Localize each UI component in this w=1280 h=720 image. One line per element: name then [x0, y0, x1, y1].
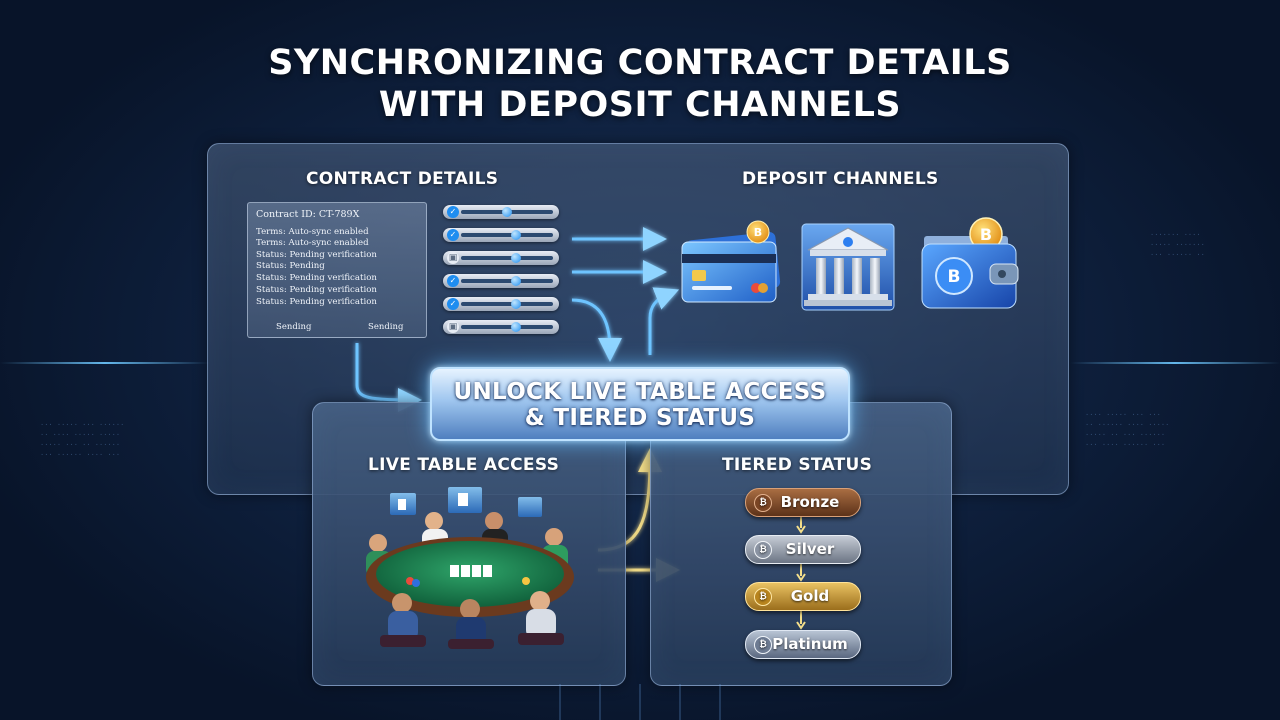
bank-icon: [801, 223, 895, 311]
arrow-up-to-card: [648, 287, 680, 355]
toggle-track: [461, 233, 553, 237]
right-glow-line: [1070, 362, 1280, 364]
toggle-knob[interactable]: [511, 276, 522, 286]
contract-id: Contract ID: CT-789X: [256, 209, 360, 220]
circuit-lines: [559, 684, 721, 720]
arrow-down-to-unlock: [571, 298, 622, 362]
decor-right: ···· ····· ··· ··· ·· ······ ···· ····· …: [1085, 411, 1170, 449]
left-glow-line: [0, 362, 210, 364]
contract-footer-right: Sending: [368, 322, 404, 332]
toggle-track: [461, 302, 553, 306]
lock-icon: ▣: [447, 321, 459, 333]
toggle-track: [461, 279, 553, 283]
coin-icon: ₿: [754, 636, 772, 654]
tier-arrow-2: [796, 563, 806, 582]
toggle-knob[interactable]: [511, 299, 522, 309]
check-icon: ✓: [447, 206, 459, 218]
toggle-knob[interactable]: [511, 322, 522, 332]
lock-icon: ▣: [447, 252, 459, 264]
crypto-wallet-icon: B B: [921, 217, 1019, 309]
tier-label: Gold: [790, 587, 830, 605]
contract-line: Status: Pending verification: [256, 273, 377, 283]
tier-bronze: ₿ Bronze: [745, 488, 861, 517]
unlock-box: UNLOCK LIVE TABLE ACCESS & TIERED STATUS: [430, 367, 850, 441]
sync-toggle[interactable]: ✓: [443, 205, 559, 219]
tier-platinum: ₿ Platinum: [745, 630, 861, 659]
deposit-channels-heading: DEPOSIT CHANNELS: [742, 169, 939, 189]
title-line-1: SYNCHRONIZING CONTRACT DETAILS: [268, 43, 1012, 83]
check-icon: ✓: [447, 229, 459, 241]
tier-label: Silver: [785, 540, 835, 558]
unlock-line-2: & TIERED STATUS: [524, 405, 756, 431]
contract-footer-left: Sending: [276, 322, 312, 332]
tier-label: Bronze: [780, 493, 840, 511]
unlock-line-1: UNLOCK LIVE TABLE ACCESS: [453, 379, 827, 405]
coin-icon: ₿: [754, 494, 772, 512]
arrow-doc-to-unlock: [355, 343, 422, 412]
tier-arrow-1: [796, 516, 806, 534]
svg-text:B: B: [980, 225, 992, 244]
contract-details-heading: CONTRACT DETAILS: [306, 169, 499, 189]
live-table-heading: LIVE TABLE ACCESS: [368, 455, 560, 475]
contract-line: Status: Pending verification: [256, 285, 377, 295]
sync-toggle[interactable]: ✓: [443, 274, 559, 288]
sync-toggle[interactable]: ▣: [443, 251, 559, 265]
tier-gold: ₿ Gold: [745, 582, 861, 611]
contract-line: Status: Pending: [256, 261, 325, 271]
toggle-knob[interactable]: [502, 207, 512, 217]
tier-arrow-3: [796, 611, 806, 630]
toggle-knob[interactable]: [511, 253, 522, 263]
svg-text:B: B: [948, 267, 961, 287]
contract-line: Terms: Auto-sync enabled: [256, 227, 369, 237]
coin-icon: ₿: [754, 588, 772, 606]
poker-table-illustration: [366, 487, 574, 649]
coin-icon: ₿: [754, 541, 772, 559]
check-icon: ✓: [447, 275, 459, 287]
toggle-track: [461, 325, 553, 329]
page-title: SYNCHRONIZING CONTRACT DETAILS WITH DEPO…: [0, 42, 1280, 126]
credit-card-icon: B: [681, 220, 781, 303]
tier-silver: ₿ Silver: [745, 535, 861, 564]
svg-text:B: B: [754, 226, 762, 239]
contract-line: Status: Pending verification: [256, 250, 377, 260]
decor-left: ··· ····· ··· ······ ·· ···· ····· ·····…: [40, 421, 125, 459]
contract-line: Terms: Auto-sync enabled: [256, 238, 369, 248]
sync-toggle[interactable]: ▣: [443, 320, 559, 334]
title-line-2: WITH DEPOSIT CHANNELS: [378, 85, 902, 125]
check-icon: ✓: [447, 298, 459, 310]
contract-line: Status: Pending verification: [256, 297, 377, 307]
decor-right-top: ······· ···· ····· ······· ··· ······ ··: [1150, 231, 1205, 259]
tier-label: Platinum: [772, 635, 848, 653]
sync-toggle[interactable]: ✓: [443, 297, 559, 311]
toggle-track: [461, 256, 553, 260]
sync-toggle[interactable]: ✓: [443, 228, 559, 242]
tiered-status-heading: TIERED STATUS: [722, 455, 873, 475]
toggle-knob[interactable]: [511, 230, 522, 240]
contract-document: Contract ID: CT-789X Terms: Auto-sync en…: [247, 202, 427, 338]
